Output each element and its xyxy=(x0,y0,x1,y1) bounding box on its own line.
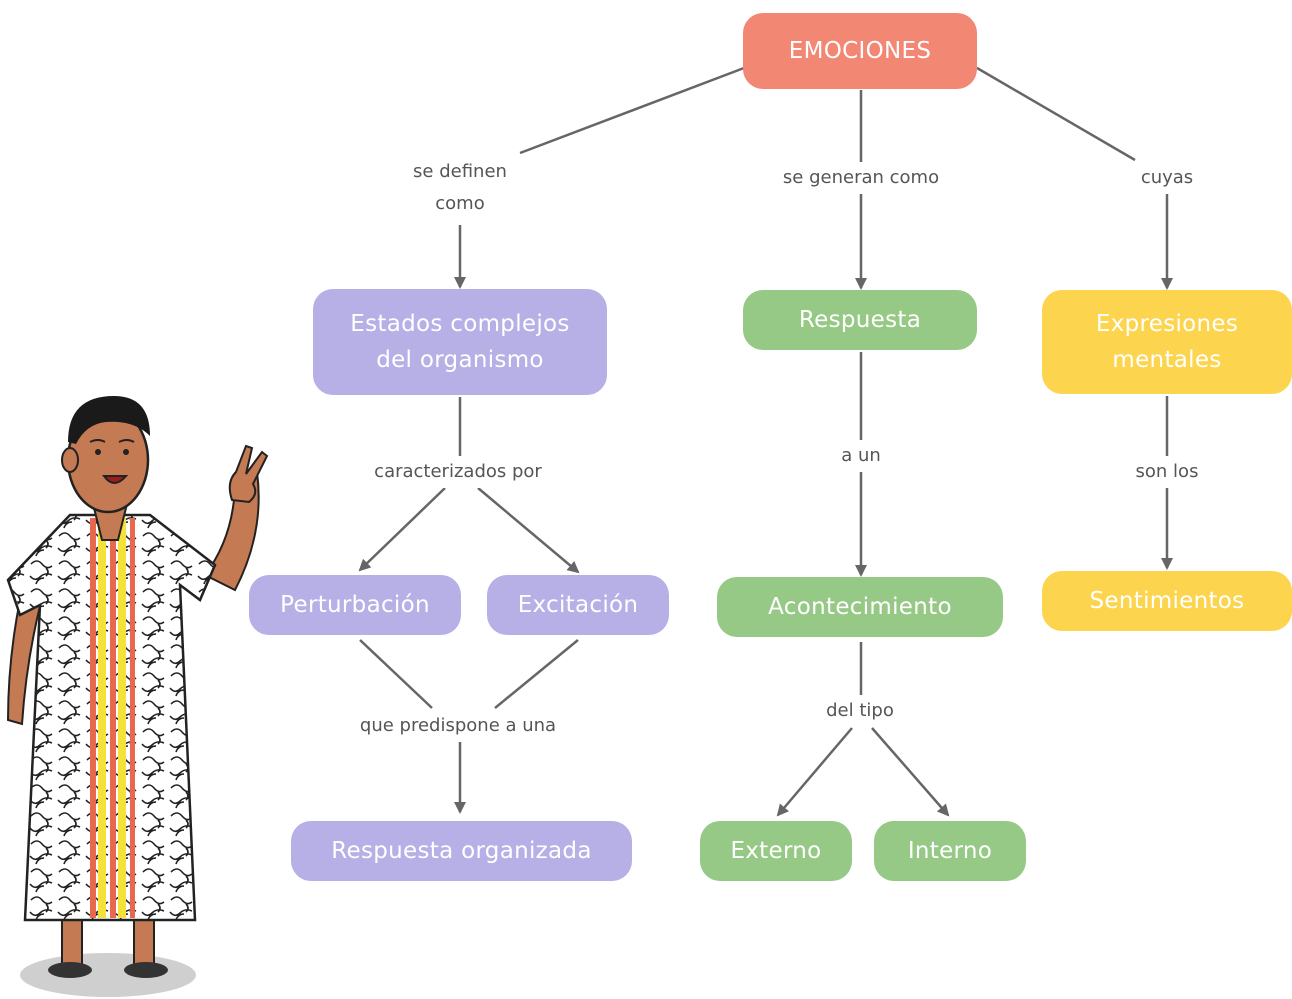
node-expresiones-mentales: Expresiones mentales xyxy=(1042,290,1292,394)
node-respuesta-organizada: Respuesta organizada xyxy=(291,821,632,881)
node-sentimientos: Sentimientos xyxy=(1042,571,1292,631)
edge-perturbacion-predispone xyxy=(359,639,433,709)
label-cuyas: cuyas xyxy=(1136,162,1198,194)
label-se-generan-como: se generan como xyxy=(778,162,944,194)
edge-deltipo-externo xyxy=(776,727,853,817)
label-que-predispone: que predispone a una xyxy=(355,710,561,742)
node-externo: Externo xyxy=(700,821,852,881)
label-del-tipo: del tipo xyxy=(822,695,898,727)
label-son-los: son los xyxy=(1131,456,1203,488)
label-caracterizados-por: caracterizados por xyxy=(370,456,546,488)
node-acontecimiento: Acontecimiento xyxy=(717,577,1003,637)
edge-deltipo-interno xyxy=(871,727,950,817)
edge-caracterizados-perturbacion xyxy=(358,487,446,572)
label-a-un: a un xyxy=(837,440,885,472)
node-interno: Interno xyxy=(874,821,1026,881)
edge-root-left xyxy=(519,66,745,155)
node-perturbacion: Perturbación xyxy=(249,575,461,635)
node-excitacion: Excitación xyxy=(487,575,669,635)
edge-root-right xyxy=(976,66,1136,162)
label-se-definen-como: se definen como xyxy=(409,156,511,220)
edge-excitacion-predispone xyxy=(494,639,579,709)
edge-caracterizados-excitacion xyxy=(477,487,580,574)
node-emociones: EMOCIONES xyxy=(743,13,977,89)
node-respuesta: Respuesta xyxy=(743,290,977,350)
boy-illustration xyxy=(6,396,269,997)
node-estados-complejos: Estados complejos del organismo xyxy=(313,289,607,395)
